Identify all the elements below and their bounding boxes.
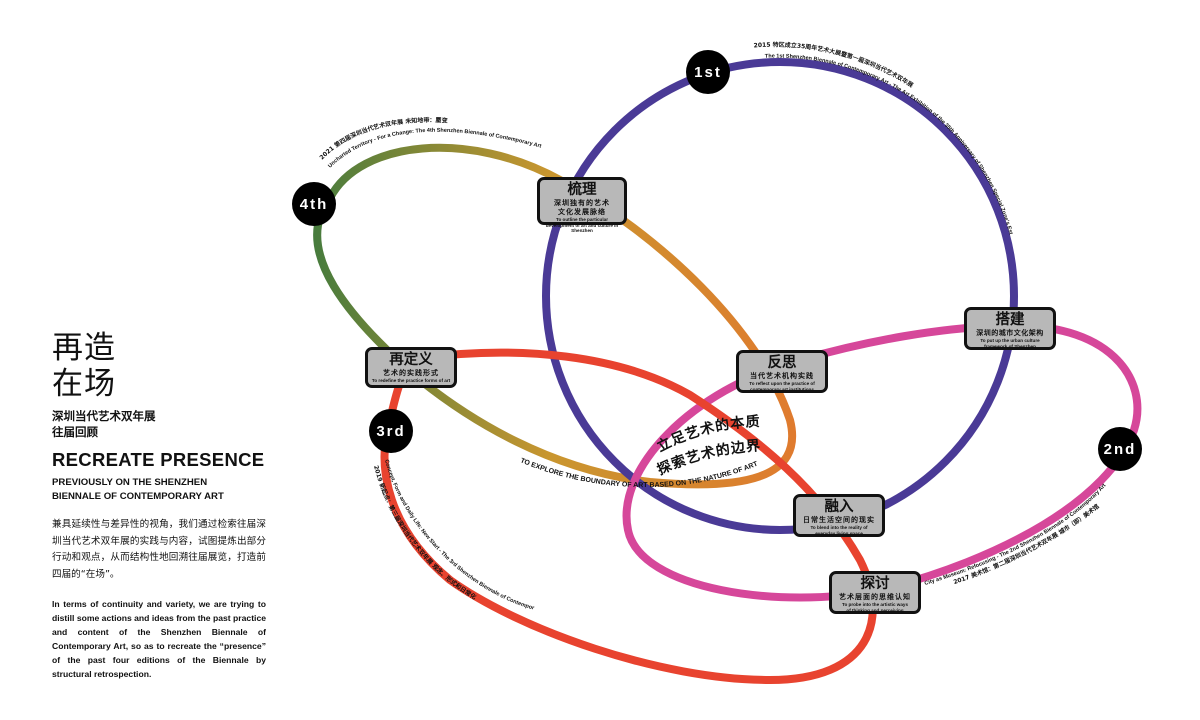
title-zh-line2: 在场 xyxy=(52,366,116,402)
node-subtitle-zh: 深圳独有的艺术文化发展脉络 xyxy=(554,199,610,216)
caption-3rd-en: Concept, Form and Daily Life: New Start … xyxy=(0,0,536,612)
intro-panel: 再造 在场 深圳当代艺术双年展 往届回顾 RECREATE PRESENCE P… xyxy=(52,330,266,681)
node-subtitle-zh: 日常生活空间的现实 xyxy=(803,516,875,524)
caption-1st-en: The 1st Shenzhen Biennale of Contemporar… xyxy=(0,0,1014,235)
edition-3rd-curve xyxy=(380,348,877,685)
edition-badge-1st: 1st xyxy=(686,50,730,94)
node-probe: 探讨 艺术层面的思维认知 To probe into the artistic … xyxy=(829,571,921,614)
node-build: 搭建 深圳的城市文化架构 To put up the urban culture… xyxy=(964,307,1056,350)
edition-badge-2nd: 2nd xyxy=(1098,427,1142,471)
edition-badge-3rd: 3rd xyxy=(369,409,413,453)
node-title: 梳理 xyxy=(567,182,597,198)
subtitle-en-line2: BIENNALE OF CONTEMPORARY ART xyxy=(52,491,224,502)
node-title: 探讨 xyxy=(860,576,890,592)
subtitle-zh-line1: 深圳当代艺术双年展 xyxy=(52,409,156,423)
subtitle-en-line1: PREVIOUSLY ON THE SHENZHEN xyxy=(52,477,208,488)
node-title: 再定义 xyxy=(389,352,433,368)
edition-badge-4th: 4th xyxy=(292,182,336,226)
node-subtitle-en: To put up the urban culture framework of… xyxy=(980,338,1040,349)
node-outline: 梳理 深圳独有的艺术文化发展脉络 To outline the particul… xyxy=(537,177,627,233)
node-title: 反思 xyxy=(767,355,797,371)
node-title: 融入 xyxy=(824,499,854,515)
node-subtitle-en: To reflect upon the practice of contempo… xyxy=(749,381,815,392)
node-subtitle-zh: 艺术的实践形式 xyxy=(383,369,439,377)
subtitle-zh-line2: 往届回顾 xyxy=(52,425,98,439)
node-subtitle-zh: 当代艺术机构实践 xyxy=(750,372,814,380)
paragraph-en: In terms of continuity and variety, we a… xyxy=(52,599,266,679)
title-en: RECREATE PRESENCE xyxy=(52,449,265,470)
node-subtitle-zh: 艺术层面的思维认知 xyxy=(839,593,911,601)
node-subtitle-zh: 深圳的城市文化架构 xyxy=(976,329,1044,337)
node-subtitle-en: To probe into the artistic ways of think… xyxy=(841,602,909,613)
paragraph-zh: 兼具延续性与差异性的视角，我们通过检索往届深圳当代艺术双年展的实践与内容，试图提… xyxy=(52,519,266,580)
node-blend: 融入 日常生活空间的现实 To blend into the reality o… xyxy=(793,494,885,537)
edition-1st-curve xyxy=(542,58,1018,534)
node-title: 搭建 xyxy=(995,312,1025,328)
node-subtitle-en: To outline the particular development of… xyxy=(545,217,619,234)
node-subtitle-en: To redefine the practice forms of art xyxy=(371,378,451,383)
node-subtitle-en: To blend into the reality of everyday li… xyxy=(810,525,868,536)
node-redefine: 再定义 艺术的实践形式 To redefine the practice for… xyxy=(365,347,457,388)
title-zh-line1: 再造 xyxy=(52,330,116,366)
node-reflect: 反思 当代艺术机构实践 To reflect upon the practice… xyxy=(736,350,828,393)
